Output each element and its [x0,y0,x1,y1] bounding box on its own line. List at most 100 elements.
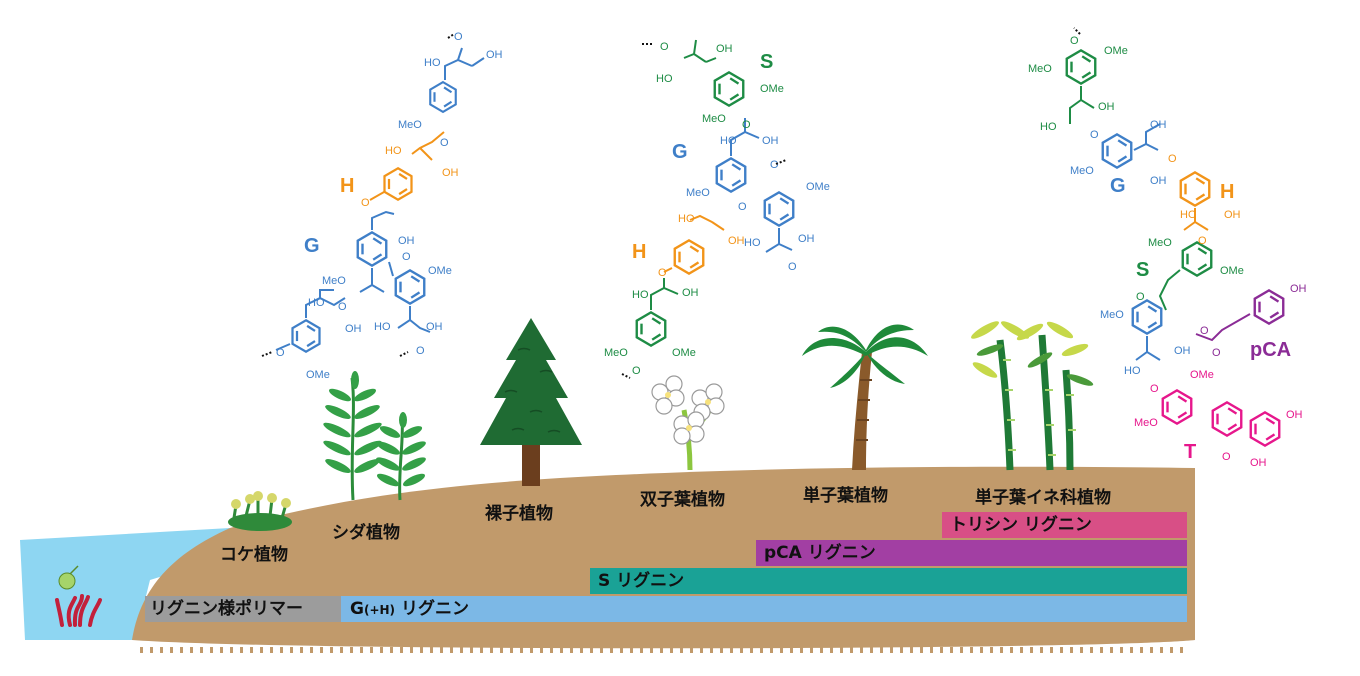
unit-label-h-middle: H [632,241,646,263]
svg-text:OH: OH [1290,283,1307,295]
label-monocot: 単子葉植物 [803,486,888,506]
svg-text:OH: OH [1098,101,1115,113]
svg-text:HO: HO [656,73,673,85]
svg-text:HO: HO [1180,209,1197,221]
svg-text:OH: OH [716,43,733,55]
svg-text:OH: OH [398,235,415,247]
svg-text:HO: HO [632,289,649,301]
band-lignin-like-polymer [145,596,341,622]
band-label-g-sub: (+H) [363,603,396,617]
lignin-structure-right: O OMe MeO OH HO MeO OMe O O OH OH MeO Me… [1028,27,1307,469]
svg-text:OMe: OMe [806,181,830,193]
svg-text:OH: OH [682,287,699,299]
svg-text:O: O [276,347,285,359]
svg-text:O: O [1212,347,1221,359]
svg-text:OH: OH [762,135,779,147]
svg-text:O: O [1168,153,1177,165]
svg-text:OH: OH [345,323,362,335]
flower-plant-icon [651,375,725,471]
svg-text:O: O [1090,129,1099,141]
unit-label-s-middle: S [760,51,773,73]
svg-text:O: O [632,365,641,377]
svg-text:O: O [361,197,370,209]
label-moss: コケ植物 [220,545,288,565]
unit-label-h-right: H [1220,181,1234,203]
svg-text:O: O [660,41,669,53]
label-dicot: 双子葉植物 [640,490,725,510]
svg-text:OMe: OMe [428,265,452,277]
svg-text:HO: HO [385,145,402,157]
svg-text:O: O [770,159,779,171]
band-label-g: G [350,599,364,619]
band-g-lignin [341,596,1187,622]
svg-text:OH: OH [1286,409,1303,421]
algae-icon [55,565,102,627]
unit-label-g-left: G [304,235,320,257]
svg-text:OH: OH [1250,457,1267,469]
water-area [20,528,230,640]
svg-text:OH: OH [1150,175,1167,187]
svg-text:OH: OH [426,321,443,333]
svg-text:O: O [416,345,425,357]
svg-text:MeO: MeO [1070,165,1094,177]
svg-text:HO: HO [424,57,441,69]
svg-text:OMe: OMe [672,347,696,359]
svg-text:MeO: MeO [398,119,422,131]
band-label-pca-lignin: pCA リグニン [764,543,876,563]
svg-text:OH: OH [798,233,815,245]
svg-text:HO: HO [720,135,737,147]
svg-text:O: O [1200,325,1209,337]
band-label-g-tail: リグニン [395,599,469,619]
palm-tree-icon [802,324,928,470]
svg-text:OH: OH [486,49,503,61]
band-label-lignin-like: リグニン様ポリマー [150,599,303,619]
svg-text:O: O [742,119,751,131]
svg-text:MeO: MeO [702,113,726,125]
label-gymnosperm: 裸子植物 [485,504,553,524]
svg-text:OH: OH [1174,345,1191,357]
unit-label-pca-right: pCA [1250,339,1291,361]
band-label-s-lignin: S リグニン [598,571,685,591]
svg-text:OH: OH [442,167,459,179]
svg-text:OH: OH [728,235,745,247]
unit-label-s-right: S [1136,259,1149,281]
svg-text:O: O [1136,291,1145,303]
svg-text:MeO: MeO [1134,417,1158,429]
svg-text:O: O [402,251,411,263]
svg-text:O: O [440,137,449,149]
svg-text:HO: HO [678,213,695,225]
band-s-lignin [590,568,1187,594]
unit-label-g-middle: G [672,141,688,163]
svg-text:MeO: MeO [686,187,710,199]
moss-icon [228,491,292,531]
svg-text:OMe: OMe [306,369,330,381]
svg-text:HO: HO [744,237,761,249]
unit-label-t-right: T [1184,441,1196,463]
svg-text:OMe: OMe [1190,369,1214,381]
svg-text:MeO: MeO [322,275,346,287]
svg-text:O: O [454,31,463,43]
unit-label-g-right: G [1110,175,1126,197]
svg-text:OMe: OMe [1104,45,1128,57]
svg-text:HO: HO [1040,121,1057,133]
band-label-g-lignin: G(+H) リグニン [350,597,469,622]
label-fern: シダ植物 [332,523,400,543]
svg-text:HO: HO [1124,365,1141,377]
lignin-structure-left: O OH HO MeO O OH O OMe MeO HO O OH HO OH… [261,31,503,381]
svg-text:MeO: MeO [604,347,628,359]
svg-text:MeO: MeO [1100,309,1124,321]
svg-text:OH: OH [1150,119,1167,131]
svg-text:MeO: MeO [1028,63,1052,75]
svg-text:OMe: OMe [1220,265,1244,277]
lignin-structure-middle: O OH HO OMe MeO O HO OH MeO OMe O HO OH … [604,39,830,379]
svg-text:OMe: OMe [760,83,784,95]
unit-label-h-left: H [340,175,354,197]
svg-text:O: O [1070,35,1079,47]
band-pca-lignin [756,540,1187,566]
svg-text:O: O [788,261,797,273]
label-grass-monocot: 単子葉イネ科植物 [975,488,1111,508]
svg-text:HO: HO [308,297,325,309]
svg-text:O: O [338,301,347,313]
